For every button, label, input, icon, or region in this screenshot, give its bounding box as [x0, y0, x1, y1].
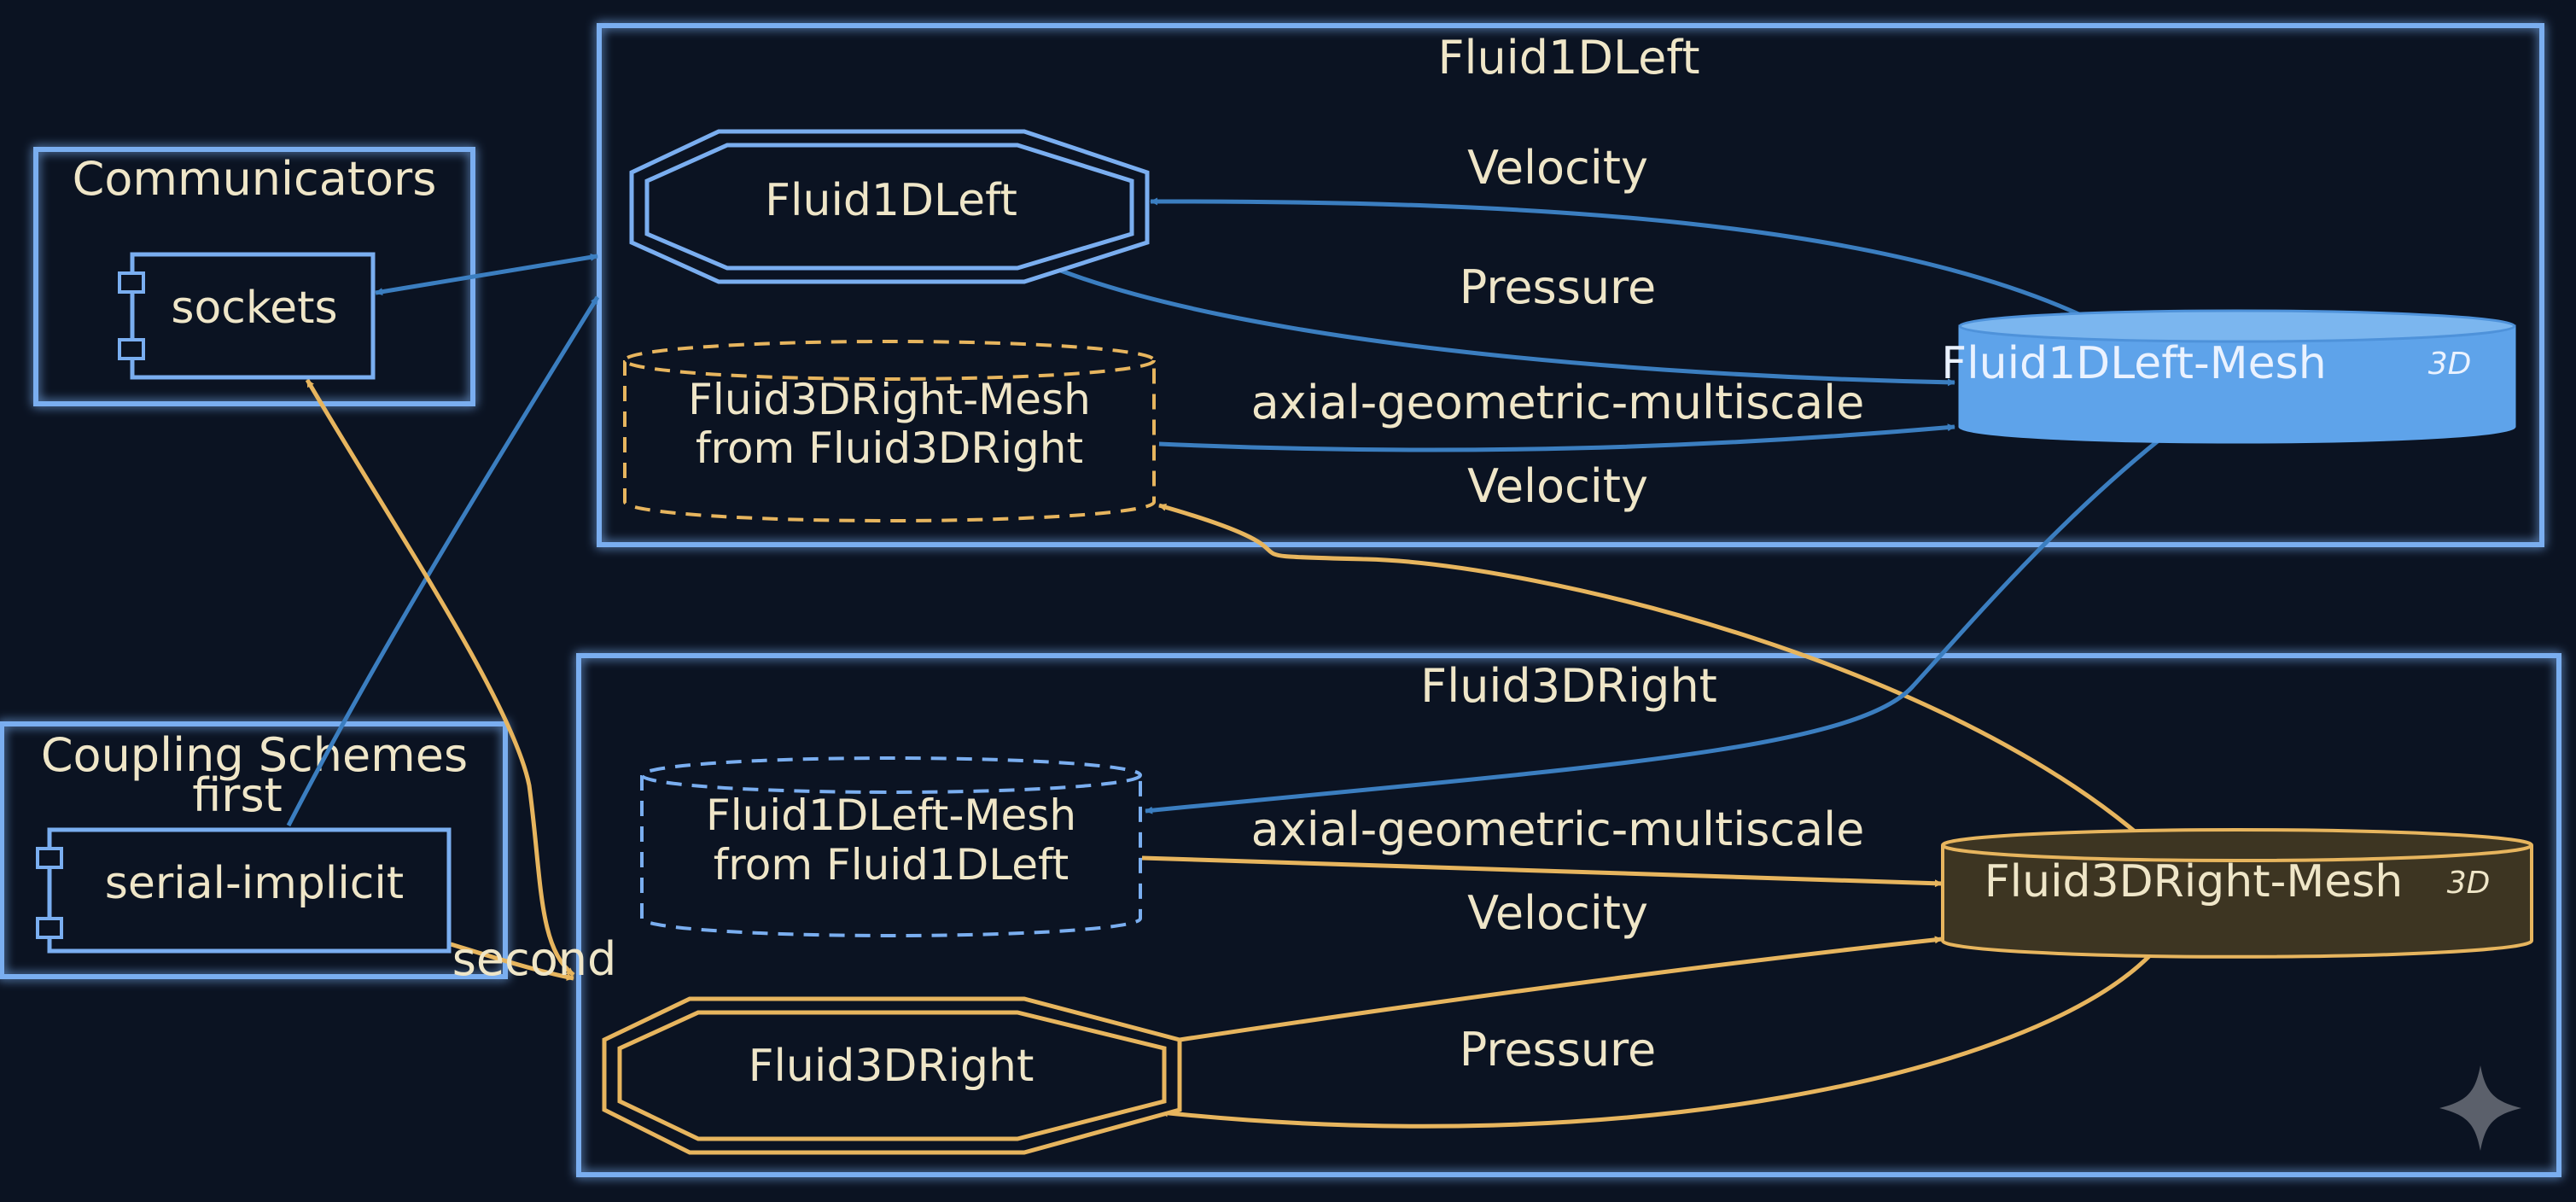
edge-velocity-bottom: [1179, 936, 1943, 1042]
edge-sockets-fluid3dright: [305, 378, 575, 977]
edge-velocity-top: [1150, 197, 2084, 318]
fluid3dright-mesh-from-label-2: from Fluid3DRight: [696, 423, 1083, 473]
edge-axial-bottom: [1141, 855, 1943, 888]
fluid1dleft-participant-label: Fluid1DLeft: [765, 175, 1017, 226]
edge-pressure-bottom: [1160, 953, 2153, 1129]
fluid3dright-mesh-node[interactable]: Fluid3DRight-Mesh 3D: [1941, 828, 2533, 959]
component-port-icon: [36, 847, 63, 869]
communicators-title: Communicators: [73, 152, 437, 206]
edge-sockets-fluid1dleft: [375, 253, 598, 296]
component-port-icon: [118, 338, 145, 360]
edge-velocity-cross: [1158, 503, 2166, 860]
sockets-node[interactable]: sockets: [118, 252, 376, 380]
fluid1dleft-participant-node[interactable]: Fluid1DLeft: [629, 129, 1150, 284]
sockets-label: sockets: [171, 283, 337, 334]
mesh-3d-badge: 3D: [2428, 347, 2472, 382]
fluid3dright-mesh-from-label-1: Fluid3DRight-Mesh: [688, 375, 1091, 424]
edge-label-second: second: [452, 932, 617, 986]
edge-label-axial-bottom: axial-geometric-multiscale: [1251, 802, 1865, 856]
fluid1dleft-mesh-from-label-2: from Fluid1DLeft: [714, 840, 1069, 890]
fluid1dleft-mesh-from-label-1: Fluid1DLeft-Mesh: [706, 791, 1076, 840]
fluid1dleft-mesh-node[interactable]: Fluid1DLeft-Mesh 3D: [1941, 309, 2516, 444]
serial-implicit-label: serial-implicit: [105, 858, 404, 909]
fluid1dleft-mesh-from-node[interactable]: Fluid1DLeft-Mesh from Fluid1DLeft: [640, 756, 1142, 937]
edge-mesh1d-to-from: [1145, 438, 2161, 814]
edge-pressure-top: [1049, 264, 1955, 387]
fluid3dright-mesh-from-node[interactable]: Fluid3DRight-Mesh from Fluid3DRight: [623, 340, 1156, 522]
edge-label-pressure-top: Pressure: [1460, 260, 1657, 314]
fluid1dleft-mesh-label: Fluid1DLeft-Mesh: [1941, 338, 2326, 389]
mesh-3d-badge: 3D: [2447, 866, 2491, 901]
component-port-icon: [118, 271, 145, 294]
fluid3dright-mesh-label: Fluid3DRight-Mesh: [1984, 856, 2404, 907]
communicators-cluster: Communicators: [33, 147, 475, 406]
fluid3dright-participant-node[interactable]: Fluid3DRight: [602, 996, 1182, 1155]
fluid3dright-cluster-title: Fluid3DRight: [1420, 659, 1717, 713]
edge-label-velocity-top: Velocity: [1467, 141, 1648, 195]
first-label: first: [192, 768, 283, 822]
component-port-icon: [36, 917, 63, 939]
sparkle-icon: [2439, 1065, 2521, 1151]
edge-label-axial-top: axial-geometric-multiscale: [1251, 376, 1865, 429]
edge-axial-top: [1158, 423, 1955, 452]
fluid3dright-participant-label: Fluid3DRight: [749, 1041, 1034, 1092]
edge-serial-implicit-second: [450, 942, 574, 981]
fluid1dleft-cluster: Fluid1DLeft: [597, 23, 2544, 547]
edge-label-velocity-mid: Velocity: [1467, 459, 1648, 513]
edge-label-pressure-bottom: Pressure: [1460, 1023, 1657, 1077]
fluid1dleft-cluster-title: Fluid1DLeft: [1437, 31, 1699, 85]
serial-implicit-node[interactable]: serial-implicit: [36, 827, 452, 954]
fluid3dright-cluster: Fluid3DRight: [576, 653, 2561, 1177]
edge-label-velocity-bottom: Velocity: [1467, 886, 1648, 940]
